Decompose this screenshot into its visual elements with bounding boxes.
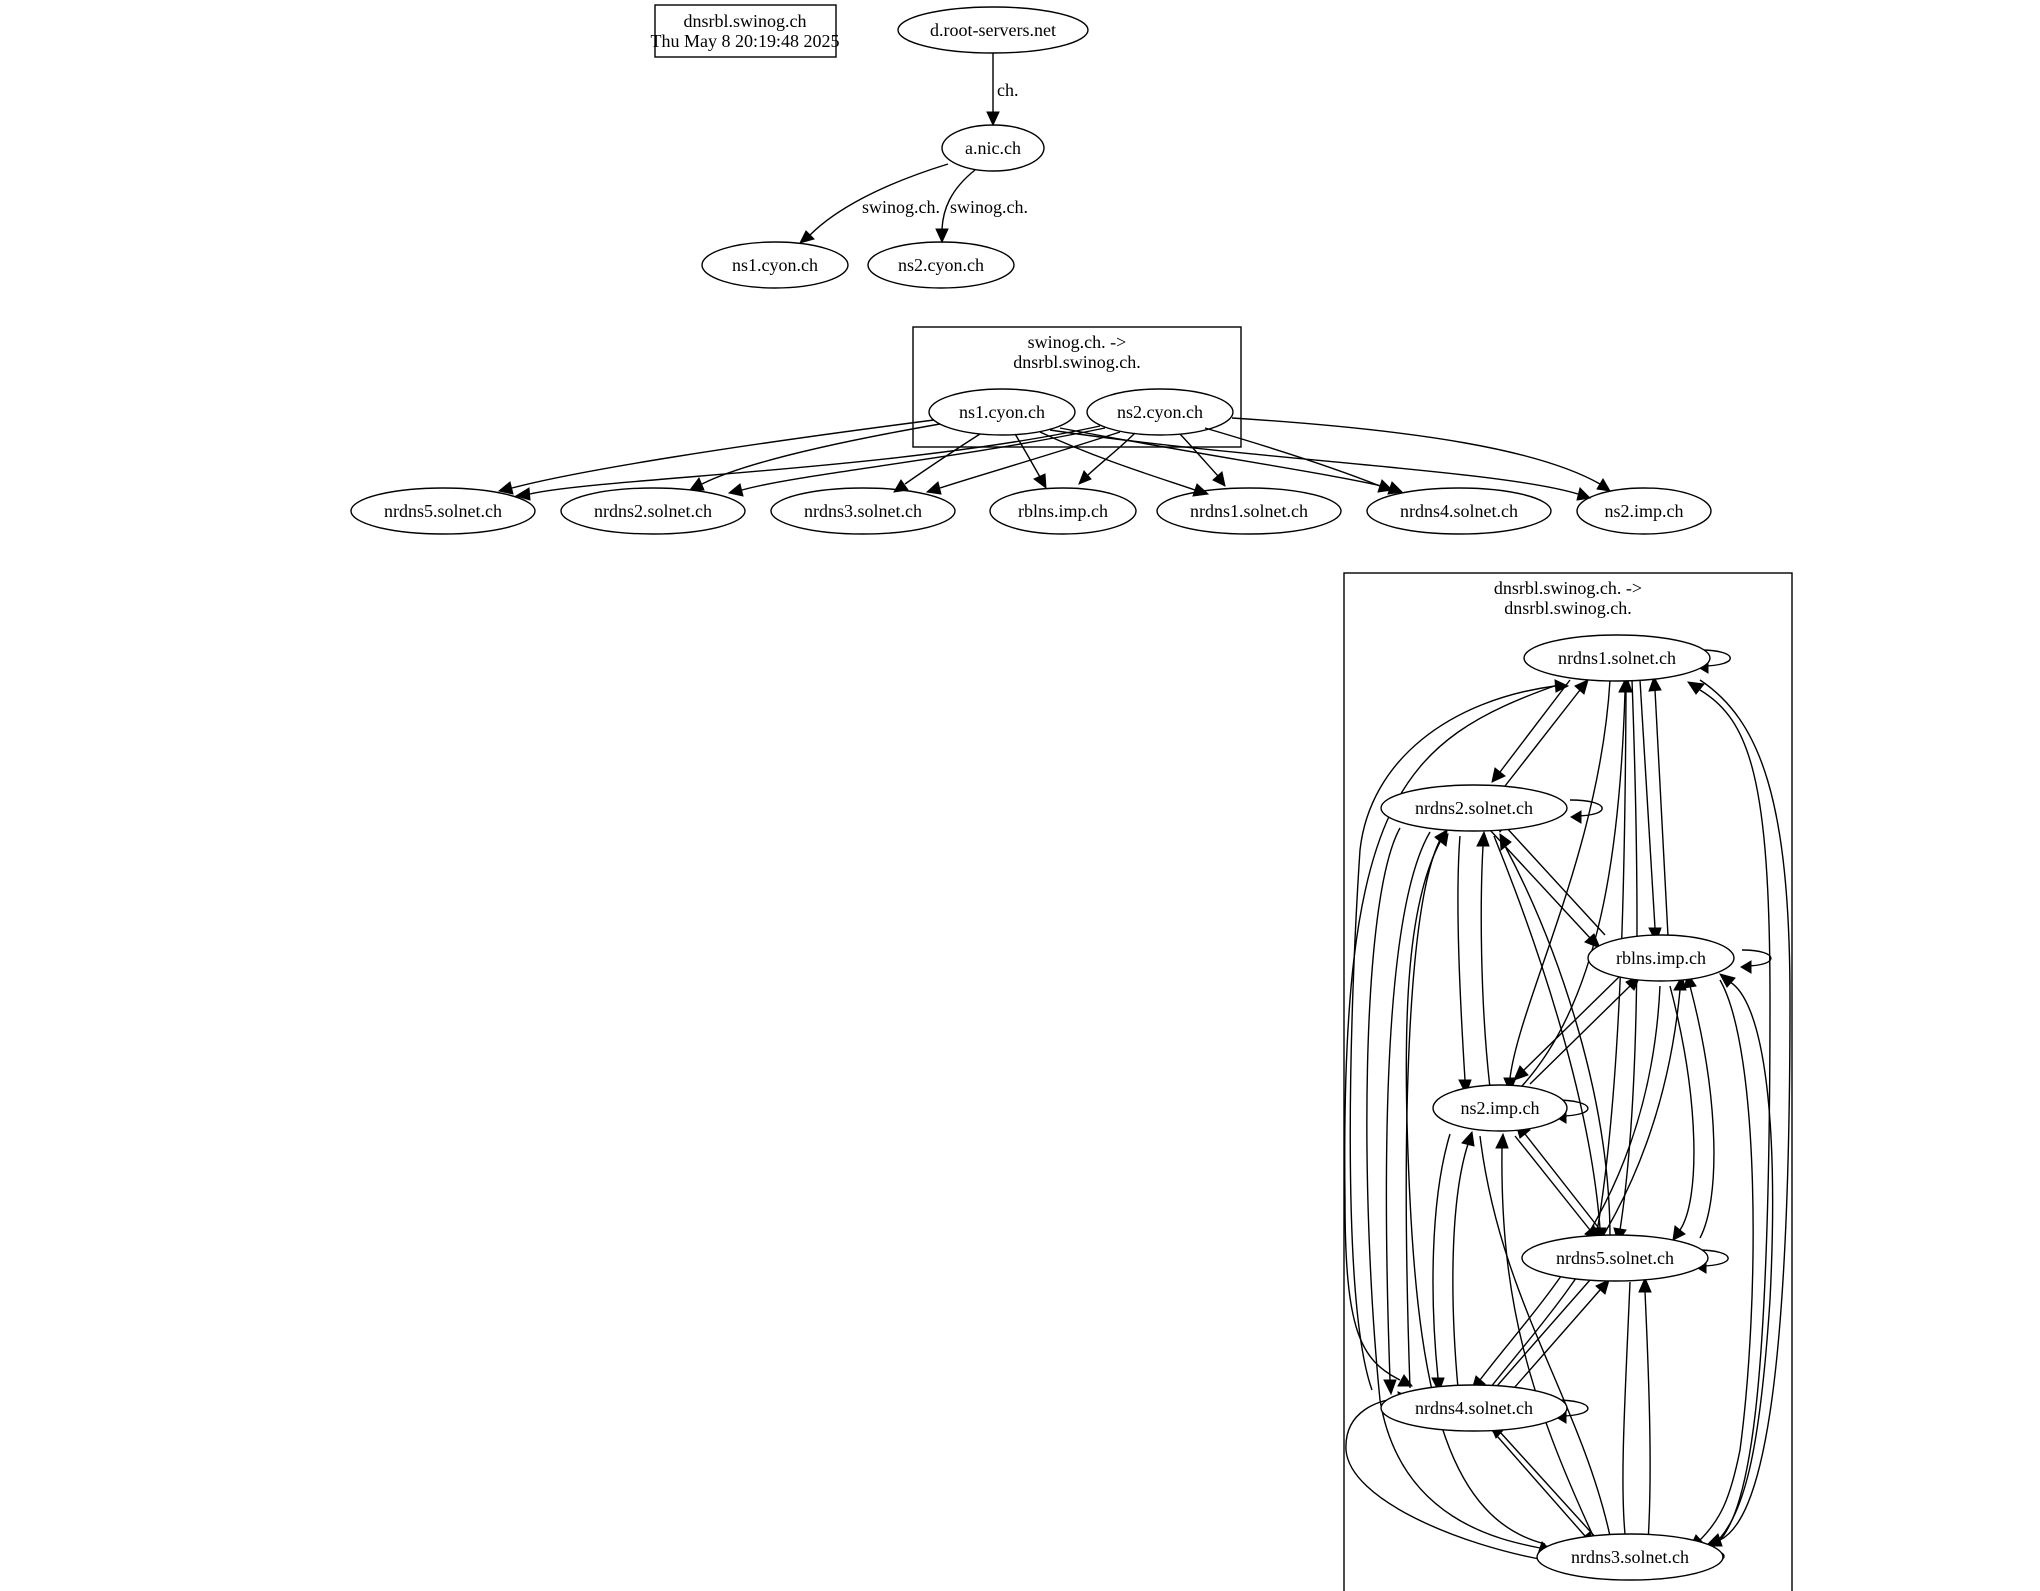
info-box: dnsrbl.swinog.ch Thu May 8 20:19:48 2025 xyxy=(651,4,840,58)
node-a-nic: a.nic.ch xyxy=(941,124,1045,172)
node-rblns-label: rblns.imp.ch xyxy=(1616,948,1706,968)
cluster-dnsrbl-self: dnsrbl.swinog.ch. -> dnsrbl.swinog.ch. xyxy=(1343,572,1793,1591)
node-nrdns2-label: nrdns2.solnet.ch xyxy=(1415,798,1533,818)
edge-anic-to-ns1-label: swinog.ch. xyxy=(862,197,940,217)
node-nrdns2-middle: nrdns2.solnet.ch xyxy=(560,487,746,535)
node-ns2-imp-middle-label: ns2.imp.ch xyxy=(1605,501,1684,521)
node-a-nic-label: a.nic.ch xyxy=(965,138,1021,158)
edge-anic-to-ns1: swinog.ch. xyxy=(799,163,949,244)
node-rblns-middle: rblns.imp.ch xyxy=(989,487,1137,535)
node-nrdns5-middle-label: nrdns5.solnet.ch xyxy=(384,501,502,521)
node-nrdns5-middle: nrdns5.solnet.ch xyxy=(350,487,536,535)
node-nrdns2: nrdns2.solnet.ch xyxy=(1380,784,1568,832)
node-nrdns3-middle-label: nrdns3.solnet.ch xyxy=(804,501,922,521)
node-root-server: d.root-servers.net xyxy=(897,6,1089,54)
node-rblns: rblns.imp.ch xyxy=(1587,934,1735,982)
node-ns2-imp-middle: ns2.imp.ch xyxy=(1576,487,1712,535)
node-nrdns4-label: nrdns4.solnet.ch xyxy=(1415,1398,1533,1418)
node-nrdns1-middle: nrdns1.solnet.ch xyxy=(1156,487,1342,535)
node-nrdns3: nrdns3.solnet.ch xyxy=(1536,1533,1724,1581)
node-nrdns3-middle: nrdns3.solnet.ch xyxy=(770,487,956,535)
node-ns2-cyon-top: ns2.cyon.ch xyxy=(867,241,1015,289)
edges-cluster1-to-middle xyxy=(497,417,1611,501)
edge-anic-to-ns2: swinog.ch. xyxy=(935,169,1028,244)
node-nrdns5: nrdns5.solnet.ch xyxy=(1521,1234,1709,1282)
node-nrdns5-label: nrdns5.solnet.ch xyxy=(1556,1248,1674,1268)
edge-anic-to-ns2-label: swinog.ch. xyxy=(950,197,1028,217)
node-nrdns1: nrdns1.solnet.ch xyxy=(1523,634,1711,682)
node-ns2-cyon-label: ns2.cyon.ch xyxy=(1117,402,1203,422)
node-ns2-imp-label: ns2.imp.ch xyxy=(1461,1098,1540,1118)
node-nrdns4-middle-label: nrdns4.solnet.ch xyxy=(1400,501,1518,521)
node-rblns-middle-label: rblns.imp.ch xyxy=(1018,501,1108,521)
node-nrdns4-middle: nrdns4.solnet.ch xyxy=(1366,487,1552,535)
info-box-title: dnsrbl.swinog.ch xyxy=(684,11,807,31)
node-nrdns4: nrdns4.solnet.ch xyxy=(1380,1384,1568,1432)
node-ns1-cyon-label: ns1.cyon.ch xyxy=(959,402,1045,422)
node-ns2-cyon-top-label: ns2.cyon.ch xyxy=(898,255,984,275)
node-ns1-cyon-top-label: ns1.cyon.ch xyxy=(732,255,818,275)
node-root-server-label: d.root-servers.net xyxy=(930,20,1056,40)
node-nrdns3-label: nrdns3.solnet.ch xyxy=(1571,1547,1689,1567)
node-nrdns1-label: nrdns1.solnet.ch xyxy=(1558,648,1676,668)
node-nrdns1-middle-label: nrdns1.solnet.ch xyxy=(1190,501,1308,521)
node-ns2-imp: ns2.imp.ch xyxy=(1432,1084,1568,1132)
node-ns1-cyon-top: ns1.cyon.ch xyxy=(701,241,849,289)
node-nrdns2-middle-label: nrdns2.solnet.ch xyxy=(594,501,712,521)
info-box-timestamp: Thu May 8 20:19:48 2025 xyxy=(651,31,840,51)
node-ns1-cyon: ns1.cyon.ch xyxy=(928,388,1076,436)
cluster-swinog-title-line1: swinog.ch. -> xyxy=(1028,332,1127,352)
cluster-swinog-title-line2: dnsrbl.swinog.ch. xyxy=(1013,352,1141,372)
node-ns2-cyon: ns2.cyon.ch xyxy=(1086,388,1234,436)
edge-root-to-anic-label: ch. xyxy=(997,80,1019,100)
edge-root-to-anic: ch. xyxy=(986,53,1019,127)
cluster-dnsrbl-title-line1: dnsrbl.swinog.ch. -> xyxy=(1494,578,1642,598)
cluster-dnsrbl-title-line2: dnsrbl.swinog.ch. xyxy=(1504,598,1632,618)
